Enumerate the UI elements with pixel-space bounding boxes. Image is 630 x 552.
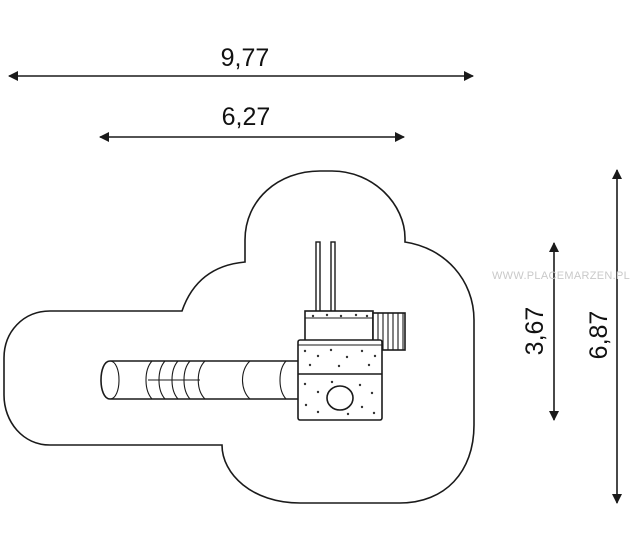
tube-slide bbox=[100, 360, 301, 400]
dimension-total-width: 9,77 bbox=[8, 44, 474, 81]
dimension-label-structure-width: 6,27 bbox=[222, 103, 271, 131]
dimension-total-depth: 6,87 bbox=[585, 169, 622, 504]
dimension-label-structure-depth: 3,67 bbox=[521, 307, 549, 356]
watermark-text: WWW.PLACEMARZEN.PL bbox=[492, 270, 630, 282]
tower-porthole bbox=[326, 385, 354, 411]
safety-zone-outline bbox=[3, 170, 475, 504]
dimension-structure-depth: 3,67 bbox=[521, 242, 559, 421]
dimension-label-total-depth: 6,87 bbox=[585, 311, 613, 360]
ladder bbox=[315, 241, 336, 315]
upper-platform bbox=[304, 310, 374, 342]
dimension-structure-width: 6,27 bbox=[99, 103, 405, 142]
dimension-label-total-width: 9,77 bbox=[221, 44, 270, 72]
main-tower bbox=[297, 339, 383, 421]
